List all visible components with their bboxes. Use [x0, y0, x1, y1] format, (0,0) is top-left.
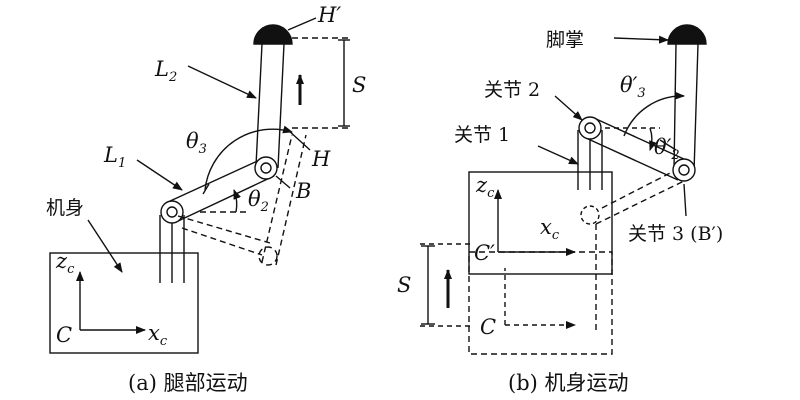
foot-pad-a — [253, 24, 293, 45]
theta2-label: θ2 — [248, 187, 269, 215]
knee-joint-outer — [254, 156, 278, 180]
joint3-outer — [672, 158, 696, 182]
hip-joint-outer — [160, 200, 184, 224]
caption-b: (b) 机身运动 — [508, 371, 629, 395]
theta2p-label: θ′2 — [654, 135, 680, 163]
panel-b-labels: 脚掌 关节 2 关节 1 关节 3 (B′) θ′3 θ′2 S C′ C xc… — [397, 29, 723, 395]
caption-a: (a) 腿部运动 — [128, 371, 248, 395]
c-label-a: C — [56, 323, 72, 347]
joint2-leader — [554, 95, 583, 121]
link-l2-right — [277, 43, 285, 169]
body-frame-b-current — [468, 171, 613, 275]
joint1-leader — [537, 145, 579, 165]
panel-a-labels: 机身 L2 L1 θ3 θ2 B H H′ S C xc zc (a) 腿部运动 — [46, 3, 366, 395]
theta2p-arc — [649, 127, 657, 151]
s-label-b: S — [397, 273, 411, 297]
joint2-outer — [578, 116, 602, 140]
zc-label-a: zc — [55, 249, 75, 277]
theta3-label: θ3 — [186, 129, 207, 157]
link-l1-top — [167, 157, 265, 203]
joint3-inner — [678, 164, 690, 176]
h-label: H — [311, 147, 331, 171]
foot-pad-b — [667, 24, 707, 45]
xc-label-b: xc — [540, 215, 560, 243]
knee-joint-inner — [260, 162, 272, 174]
l1-leader — [136, 159, 183, 191]
cprime-label: C′ — [474, 241, 495, 265]
joint3-label: 关节 3 (B′) — [628, 223, 723, 245]
hip-joint-inner — [166, 206, 178, 218]
body-frame-a — [49, 252, 199, 354]
b-leader — [275, 175, 291, 189]
joint1-label: 关节 1 — [454, 124, 510, 146]
c-label-b: C — [480, 315, 496, 339]
hprime-label: H′ — [317, 3, 341, 27]
panel-a-leg-motion — [49, 17, 352, 354]
foot-leader — [613, 35, 669, 44]
h-leader — [287, 129, 311, 151]
l1-label: L1 — [103, 143, 126, 171]
b-label: B — [295, 179, 311, 203]
joint2-inner — [584, 122, 596, 134]
theta3p-arc — [623, 91, 685, 137]
theta2p-leader — [659, 139, 677, 151]
link-joint2-joint3-bottom — [585, 137, 679, 181]
l2-label: L2 — [154, 57, 177, 85]
l2-leader — [187, 65, 257, 99]
hprime-leader — [287, 17, 317, 31]
theta2-arc — [233, 189, 241, 213]
link-shank-right — [693, 43, 699, 173]
s-label-a: S — [352, 73, 366, 97]
link-joint2-joint3-top — [593, 117, 687, 161]
joint3-leader — [683, 183, 687, 217]
body-leader-a — [87, 219, 123, 273]
previous-leg-pose-a — [177, 37, 352, 266]
theta3-arc — [204, 125, 293, 191]
zc-label-b: zc — [475, 173, 495, 201]
joint1-previous — [580, 205, 600, 225]
foot-label: 脚掌 — [546, 29, 584, 51]
panel-b-body-motion — [420, 24, 707, 355]
xc-label-a: xc — [148, 321, 168, 349]
body-label-a: 机身 — [46, 197, 84, 219]
theta3p-label: θ′3 — [620, 73, 646, 101]
link-l2-left — [255, 43, 263, 167]
link-l1-bottom — [175, 175, 275, 223]
joint2-label: 关节 2 — [484, 79, 540, 101]
